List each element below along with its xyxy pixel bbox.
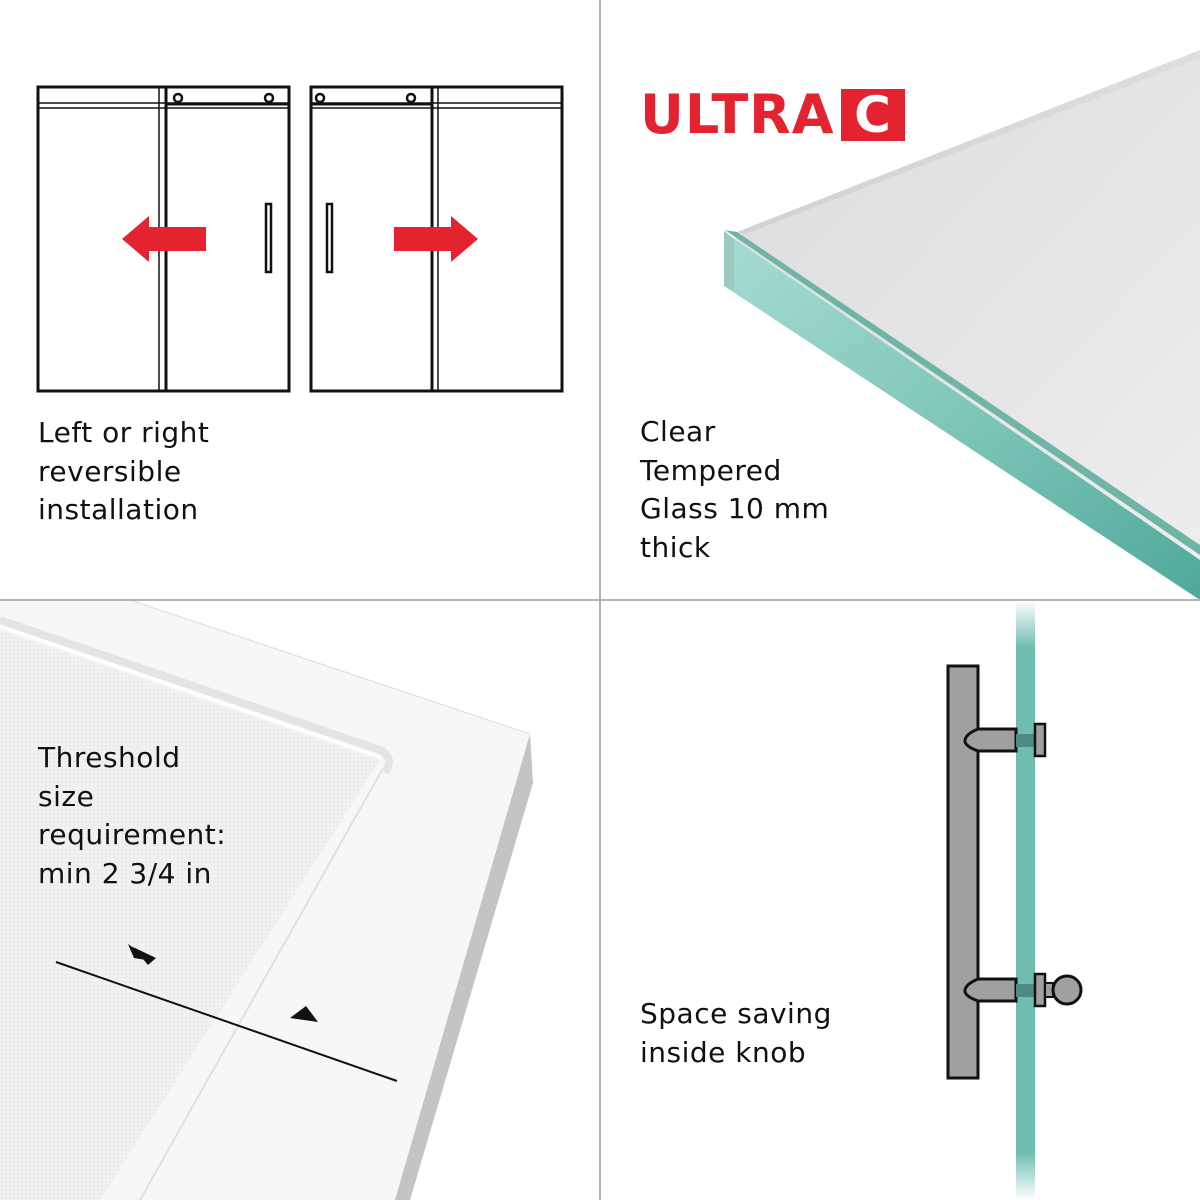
glass-panel: [1016, 600, 1035, 1200]
arrow-left-icon: [122, 216, 206, 262]
shower-base-icon: [0, 600, 600, 1200]
caption-line: Clear: [640, 415, 716, 448]
logo-box: C: [840, 89, 905, 141]
horizontal-divider: [0, 599, 1200, 601]
door-right-icon: [309, 85, 564, 393]
caption-line: thick: [640, 530, 711, 564]
caption-threshold: Threshold size requirement: min 2 3/4 in: [38, 739, 226, 893]
caption-glass: Clear Tempered Glass 10 mm thick: [640, 413, 829, 567]
panel-inside-knob: Space saving inside knob: [600, 600, 1200, 1200]
brand-logo: ULTRA C: [640, 83, 905, 146]
caption-knob: Space saving inside knob: [640, 995, 832, 1072]
door-left-icon: [36, 85, 291, 393]
door-diagram-icon: [36, 85, 564, 393]
panel-reversible-installation: Left or right reversible installation: [0, 0, 600, 600]
caption-line: Tempered: [640, 453, 782, 487]
caption-line: reversible: [38, 454, 182, 488]
knob: [1051, 974, 1083, 1006]
caption-line: requirement:: [38, 818, 227, 851]
arrow-right-icon: [394, 216, 478, 262]
caption-line: Threshold: [38, 741, 181, 774]
measurement-arrow-icon: [55, 944, 398, 1082]
logo-text: ULTRA: [640, 83, 835, 146]
glass-pane-icon: [724, 50, 1200, 600]
caption-line: installation: [38, 493, 199, 526]
caption-reversible: Left or right reversible installation: [38, 414, 209, 530]
pull-handle: [946, 664, 980, 1080]
caption-line: size: [38, 779, 95, 813]
panel-threshold: Threshold size requirement: min 2 3/4 in: [0, 600, 600, 1200]
caption-line: inside knob: [640, 1035, 807, 1069]
handle-knob-icon: [946, 600, 1083, 1200]
caption-line: Left or right: [38, 416, 210, 449]
caption-line: min 2 3/4 in: [38, 856, 212, 890]
caption-line: Glass 10 mm: [640, 492, 830, 525]
panel-tempered-glass: Clear Tempered Glass 10 mm thick: [600, 0, 1200, 600]
caption-line: Space saving: [640, 997, 832, 1030]
